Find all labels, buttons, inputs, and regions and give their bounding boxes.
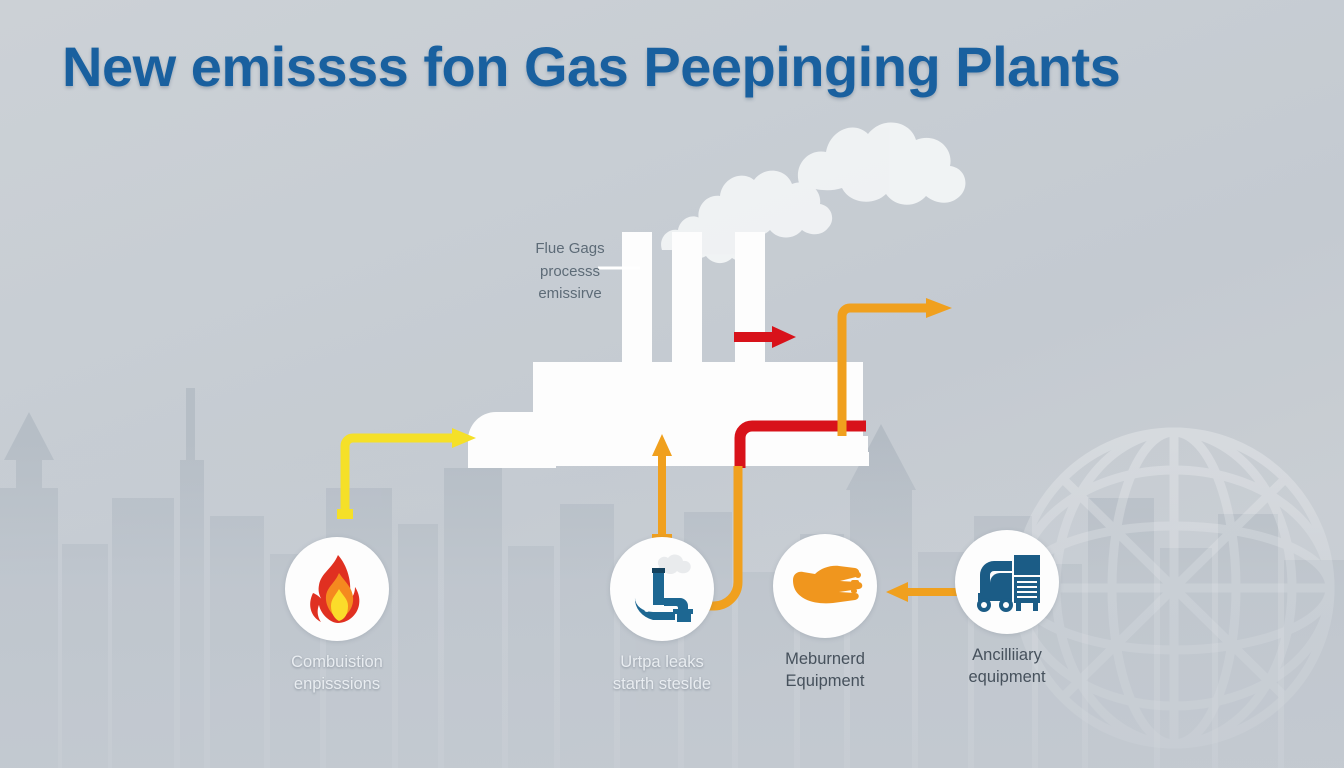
ancillary-label-line-1: Ancilliiary	[972, 646, 1042, 664]
node-metered-equipment[interactable]: Meburnerd Equipment	[750, 534, 900, 693]
flue-gas-callout: Flue Gags processs emissirve	[505, 238, 635, 306]
smoke-plume-icon	[661, 122, 966, 264]
callout-line-1: Flue Gags	[535, 240, 605, 257]
pipe-leak-icon	[634, 554, 693, 622]
vapor-puff-icon	[657, 554, 691, 574]
orange-arrow-ancillary-to-metered	[886, 582, 967, 602]
orange-arrow-leaks-up	[652, 434, 672, 542]
callout-line-3: emissirve	[538, 285, 602, 302]
leaks-icon-bubble[interactable]	[610, 537, 714, 641]
callout-line-2: processs	[539, 262, 601, 280]
glove-hand-icon	[793, 565, 863, 604]
ancillary-label: Ancilliiary equipment	[932, 645, 1082, 689]
metered-icon-bubble[interactable]	[773, 534, 877, 638]
red-arrow-stack-right	[734, 326, 796, 348]
leaks-label-line-1: Urtpa leaks	[620, 653, 704, 671]
flame-icon	[310, 555, 360, 623]
node-ancillary-equipment[interactable]: Ancilliiary equipment	[932, 530, 1082, 689]
compressor-machine-icon	[977, 555, 1040, 612]
leaks-label-line-2: starth steslde	[612, 674, 712, 693]
ancillary-icon-bubble[interactable]	[955, 530, 1059, 634]
metered-label-line-2: Equipment	[785, 671, 865, 690]
node-leaks[interactable]: Urtpa leaks starth steslde	[587, 537, 737, 696]
node-combustion[interactable]: Combuistion enpisssions	[262, 537, 412, 696]
page-title: New emissss fon Gas Peepinging Plants	[62, 35, 1121, 98]
yellow-elbow-combustion-to-plant	[337, 428, 476, 519]
red-pipe-elbow	[734, 420, 866, 468]
orange-elbow-plant-to-right	[837, 298, 952, 436]
metered-label-line-1: Meburnerd	[785, 650, 865, 668]
ancillary-label-line-2: equipment	[968, 667, 1046, 686]
combustion-icon-bubble[interactable]	[285, 537, 389, 641]
metered-label: Meburnerd Equipment	[750, 649, 900, 693]
combustion-label-line-1: Combuistion	[291, 653, 383, 671]
combustion-label-line-2: enpisssions	[293, 674, 381, 693]
leaks-label: Urtpa leaks starth steslde	[587, 652, 737, 696]
combustion-label: Combuistion enpisssions	[262, 652, 412, 696]
